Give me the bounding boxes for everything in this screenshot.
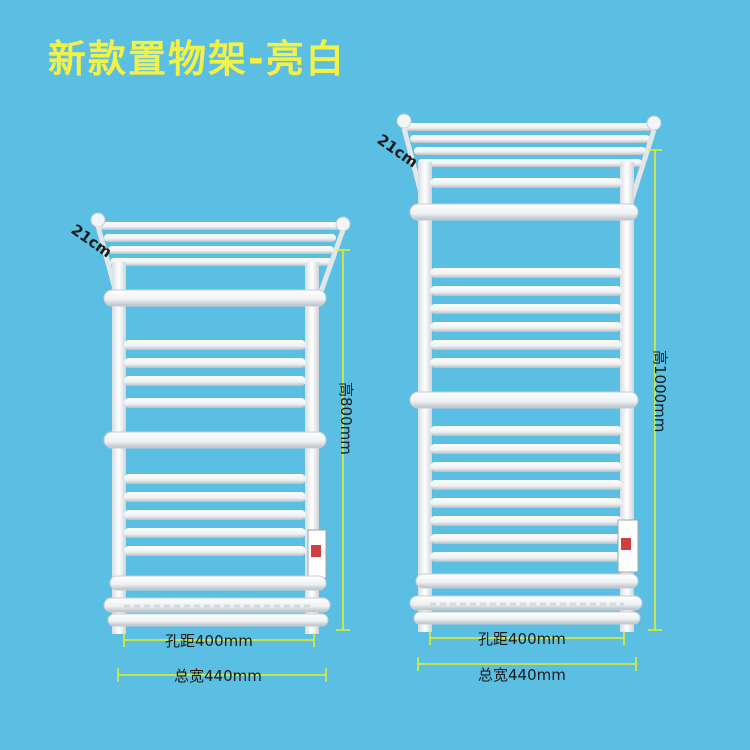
large-rack-rungs-lower [430,426,622,562]
small-rack-dimensions [117,249,350,682]
small-rack-height-label: 高800mm [337,382,355,455]
small-rack-rungs-upper [124,340,306,408]
large-rack-height-label: 高1000mm [651,350,669,432]
small-towel-rack [90,212,351,634]
large-rack-total-width-label: 总宽440mm [478,666,566,684]
large-rack-towel-bar-upper [409,203,639,221]
large-rack-hole-distance-label: 孔距400mm [478,630,566,648]
small-rack-total-width-label: 总宽440mm [174,667,262,685]
small-rack-towel-bar-upper [103,289,327,307]
large-rack-towel-bar-middle [409,391,639,409]
large-rack-top-shelf [396,113,662,206]
large-rack-bottom-basket [409,573,643,625]
small-rack-bottom-basket [103,575,331,627]
small-rack-hole-distance-label: 孔距400mm [165,632,253,650]
small-rack-rungs-lower [124,474,306,556]
page-title: 新款置物架-亮白 [48,37,346,81]
large-rack-dimensions [417,149,662,671]
large-towel-rack [396,113,662,632]
small-rack-towel-bar-middle [103,431,327,449]
large-rack-rungs-upper [430,178,622,368]
